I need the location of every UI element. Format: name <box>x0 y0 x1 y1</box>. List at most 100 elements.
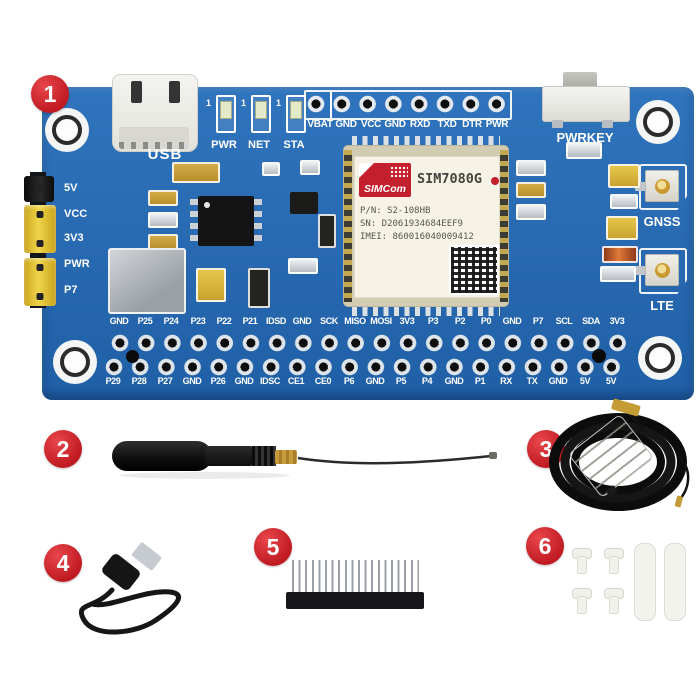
uart-label: VBAT <box>307 119 333 130</box>
pwrkey-switch <box>542 86 630 122</box>
uart-label: GND <box>384 119 406 130</box>
gpio-label: P24 <box>163 316 179 326</box>
gpio-label: TX <box>526 376 538 386</box>
mounting-hole-top-left <box>45 108 89 152</box>
gpio-label: GND <box>109 316 129 326</box>
power-inductor <box>108 248 186 314</box>
nylon-screw <box>572 548 592 574</box>
module-model-text: SIM7080G <box>417 171 483 187</box>
ic-pin1-dot <box>204 202 210 208</box>
led-chip <box>220 101 232 119</box>
usb-metal-shell <box>119 127 189 149</box>
gnss-connector-tab <box>635 182 647 191</box>
solder-blob <box>126 350 139 363</box>
ic-pins <box>190 199 198 243</box>
usb-mount-slot <box>169 81 180 103</box>
pwrkey-label: PWRKEY <box>556 130 614 145</box>
gpio-label: GND <box>292 316 312 326</box>
gpio-label: SCL <box>555 316 573 326</box>
lte-antenna-paddle <box>112 441 212 471</box>
gpio-label: P27 <box>157 376 173 386</box>
gpio-label: 3V3 <box>399 316 415 326</box>
led-chip <box>290 101 302 119</box>
module-red-dot <box>491 177 499 185</box>
nylon-screw <box>604 548 624 574</box>
module-castellation-right <box>500 150 508 302</box>
gpio-label: P4 <box>421 376 433 386</box>
gpio-label: P3 <box>427 316 439 326</box>
sma-connector <box>275 450 297 464</box>
jumper-hole <box>36 264 44 271</box>
led-index-mark: 1 <box>276 98 282 108</box>
smd-resistor <box>148 212 178 228</box>
gpio-label: GND <box>182 376 202 386</box>
module-top-pads <box>352 136 500 145</box>
lte-ufl-connector <box>645 254 679 286</box>
sim7080g-module: SIMCom SIM7080G P/N: S2-108HB SN: D20619… <box>344 146 508 306</box>
smd-capacitor <box>172 162 220 183</box>
tantalum-capacitor <box>608 164 640 188</box>
mounting-hole-ring <box>643 107 673 137</box>
gpio-label: 3V3 <box>609 316 625 326</box>
screw-stem <box>577 596 587 614</box>
jumper-cap-yellow-vcc-3v3 <box>24 205 56 253</box>
callout-5: 5 <box>254 528 292 566</box>
mounting-hole-top-right <box>636 100 680 144</box>
jumper-hole <box>35 185 43 192</box>
smd-resistor <box>566 142 602 159</box>
smd-resistor <box>600 266 636 282</box>
gpio-label: P2 <box>454 316 466 326</box>
callout-2: 2 <box>44 430 82 468</box>
uart-label: GND <box>335 119 357 130</box>
sot23-transistor <box>290 192 318 214</box>
nylon-spacer <box>634 543 656 621</box>
regulator-ic <box>190 196 262 246</box>
jumper-label-p7: P7 <box>64 284 78 296</box>
led-index-mark: 1 <box>241 98 247 108</box>
coax-cable-end <box>677 455 690 499</box>
simcom-logo: SIMCom <box>359 163 411 197</box>
gnss-gold-pin <box>654 178 670 194</box>
ipex-tip <box>674 495 683 508</box>
lte-label: LTE <box>650 298 674 313</box>
gpio-label: SDA <box>582 316 600 326</box>
net-led-label: NET <box>248 139 270 151</box>
gpio-label: RX <box>500 376 512 386</box>
gnss-ufl-connector <box>645 170 679 202</box>
mounting-hole-bottom-right <box>638 336 682 380</box>
module-info-lines: P/N: S2-108HB SN: D2061934684EEF9 IMEI: … <box>360 205 474 244</box>
gpio-label: P29 <box>105 376 121 386</box>
ipex-connector <box>489 452 497 459</box>
smd-inductor-orange <box>602 246 638 263</box>
gpio-label: P6 <box>343 376 355 386</box>
gpio-label: P5 <box>395 376 407 386</box>
smd-resistor <box>300 160 320 175</box>
led-index-mark: 1 <box>206 98 212 108</box>
gpio-label: CE0 <box>314 376 332 386</box>
uart-label: RXD <box>409 119 431 130</box>
gpio-label: P1 <box>474 376 486 386</box>
uart-label: VCC <box>360 119 382 130</box>
pwrkey-leg <box>602 120 613 128</box>
nylon-screw <box>604 588 624 614</box>
gpio-label: P7 <box>532 316 544 326</box>
mounting-hole-ring <box>52 115 82 145</box>
sta-led-label: STA <box>283 139 305 151</box>
module-label-area: SIMCom SIM7080G P/N: S2-108HB SN: D20619… <box>354 156 500 298</box>
usb-plug-body <box>102 554 140 590</box>
gpio-holes-row-bottom <box>103 356 623 378</box>
smd-capacitor <box>148 190 178 206</box>
net-led <box>251 95 271 133</box>
uart-label: PWR <box>485 119 509 130</box>
logo-dot-matrix <box>390 166 408 178</box>
sma-connector <box>611 398 641 417</box>
sta-led <box>286 95 306 133</box>
gpio-label: P26 <box>210 376 226 386</box>
smd-resistor <box>516 160 546 176</box>
smd-resistor <box>610 194 638 209</box>
lte-gold-pin <box>654 262 670 278</box>
gpio-label: SCK <box>320 316 338 326</box>
solder-blob <box>592 349 606 363</box>
smd-resistor <box>288 258 318 274</box>
